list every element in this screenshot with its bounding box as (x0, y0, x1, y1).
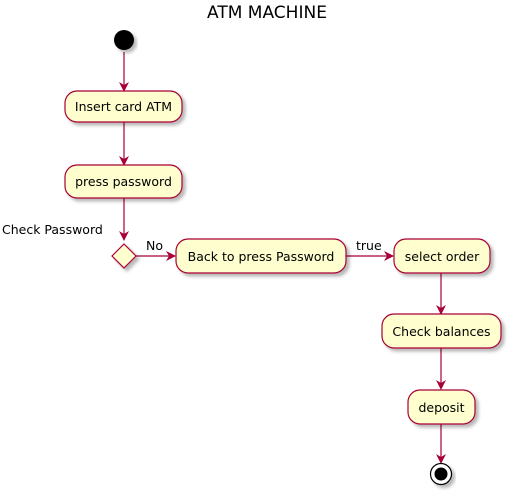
diagram-title: ATM MACHINE (207, 3, 327, 23)
edges (119, 52, 446, 464)
edge-label-no: No (146, 238, 163, 253)
node-back-to-press-password: Back to press Password (175, 238, 347, 274)
edge-label-true: true (356, 238, 382, 253)
node-deposit: deposit (407, 389, 476, 425)
node-select-order-label: select order (405, 249, 480, 264)
end-node (429, 462, 453, 486)
node-check-balances-label: Check balances (392, 324, 490, 339)
decision-check-password-label: Check Password (2, 222, 103, 237)
node-deposit-label: deposit (418, 400, 464, 415)
node-select-order: select order (393, 238, 491, 274)
node-press-password: press password (64, 164, 183, 199)
decision-check-password (111, 243, 137, 269)
node-press-password-label: press password (75, 174, 172, 189)
node-back-to-press-password-label: Back to press Password (188, 249, 335, 264)
node-check-balances: Check balances (381, 313, 502, 349)
node-insert-card: Insert card ATM (64, 90, 183, 123)
node-insert-card-label: Insert card ATM (75, 99, 172, 114)
start-node (114, 30, 134, 50)
